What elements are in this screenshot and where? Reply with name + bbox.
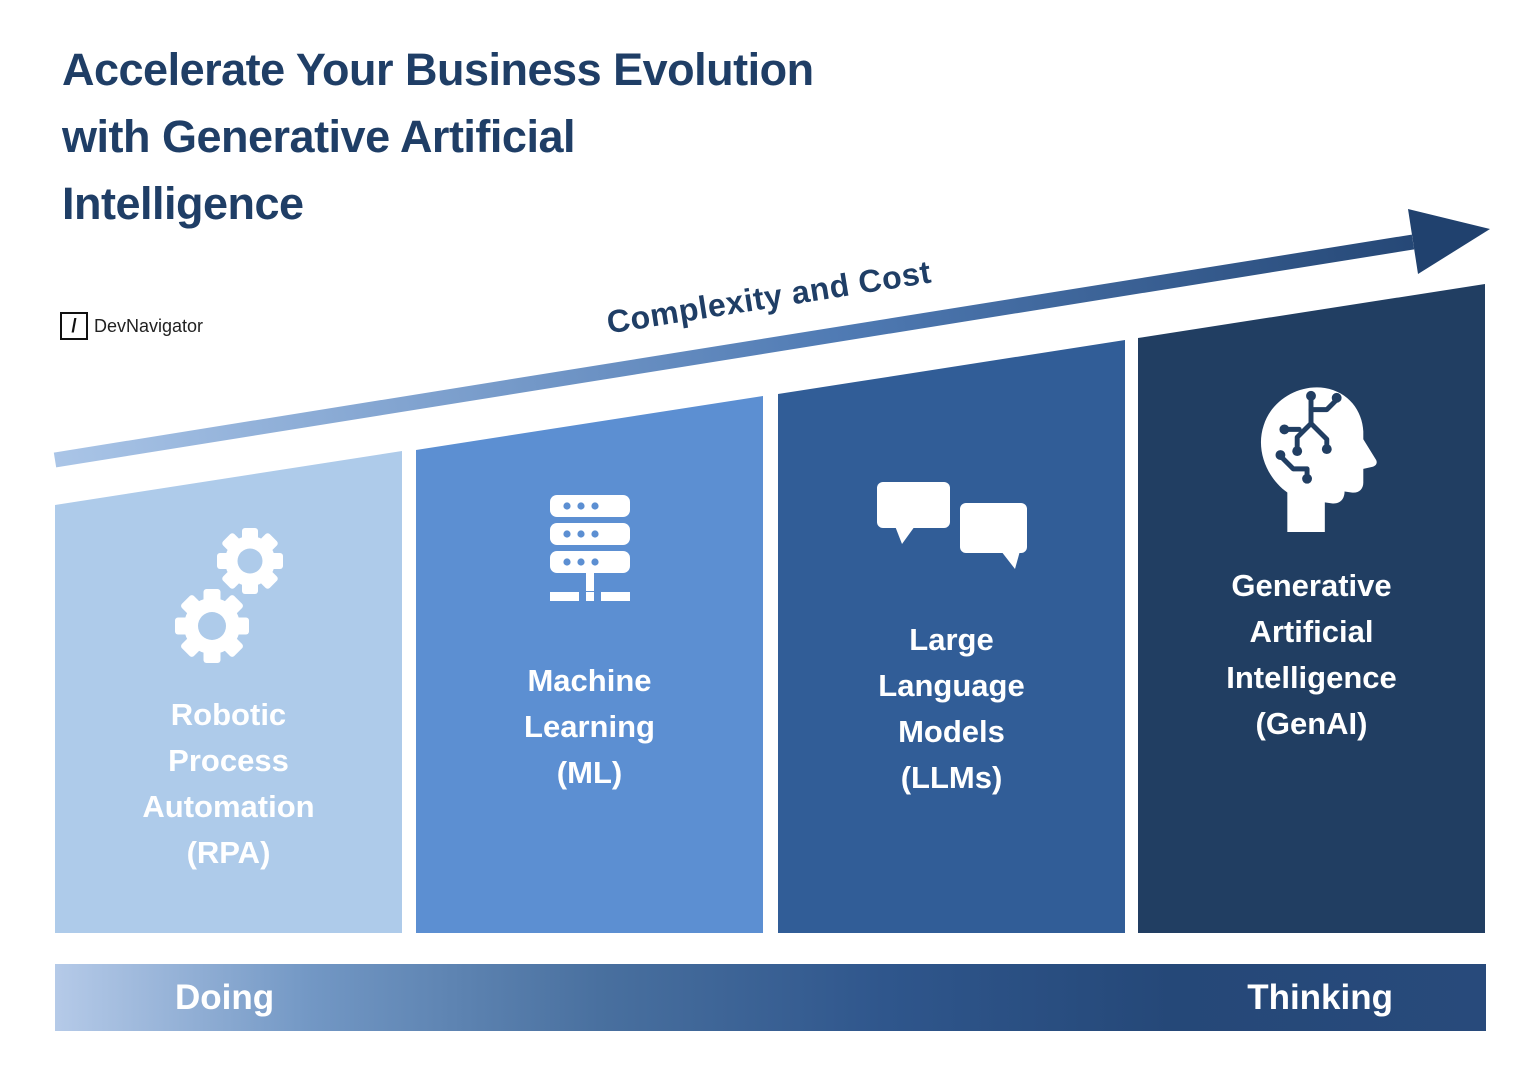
caption-line: (GenAI)	[1255, 706, 1368, 741]
caption-line: Intelligence	[1226, 660, 1397, 695]
stage-llms-caption: Large Language Models (LLMs)	[878, 617, 1024, 801]
caption-line: Models	[898, 714, 1005, 749]
caption-line: Learning	[524, 709, 655, 744]
stage-llms: Large Language Models (LLMs)	[778, 394, 1125, 801]
caption-line: Robotic	[170, 697, 287, 732]
caption-line: (ML)	[556, 755, 623, 790]
caption-line: Process	[168, 743, 289, 778]
caption-line: (RPA)	[186, 835, 271, 870]
caption-line: Automation	[142, 789, 315, 824]
gears-icon	[173, 525, 285, 670]
stage-ml-caption: Machine Learning (ML)	[524, 658, 655, 796]
caption-line: Artificial	[1249, 614, 1374, 649]
caption-line: Large	[909, 622, 994, 657]
logo-slash-icon: /	[60, 312, 88, 340]
doing-thinking-spectrum-bar: Doing Thinking	[55, 964, 1486, 1031]
caption-line: Language	[878, 668, 1025, 703]
arrow-head	[1408, 209, 1490, 274]
spectrum-left-label: Doing	[175, 977, 275, 1017]
stage-genai-caption: Generative Artificial Intelligence (GenA…	[1226, 563, 1397, 747]
stage-column-llms	[778, 340, 1125, 933]
title-line-2: with Generative Artificial	[62, 111, 575, 162]
stage-genai: Generative Artificial Intelligence (GenA…	[1138, 338, 1485, 747]
arrow-label: Complexity and Cost	[604, 253, 934, 341]
stage-rpa: Robotic Process Automation (RPA)	[55, 505, 402, 876]
server-icon	[542, 495, 638, 608]
caption-line: (LLMs)	[900, 760, 1003, 795]
stage-rpa-caption: Robotic Process Automation (RPA)	[142, 692, 314, 876]
brand-logo: / DevNavigator	[60, 312, 203, 340]
head-circuit-icon	[1247, 384, 1377, 537]
caption-line: Generative	[1231, 568, 1392, 603]
stage-column-rpa	[55, 451, 402, 933]
title-line-3: Intelligence	[62, 178, 304, 229]
page-title: Accelerate Your Business Evolution with …	[62, 36, 814, 237]
spectrum-right-label: Thinking	[1247, 977, 1393, 1017]
caption-line: Machine	[527, 663, 652, 698]
stage-column-ml	[416, 396, 763, 933]
stage-ml: Machine Learning (ML)	[416, 449, 763, 796]
title-line-1: Accelerate Your Business Evolution	[62, 44, 814, 95]
chat-bubbles-icon	[876, 482, 1027, 575]
logo-text: DevNavigator	[94, 315, 204, 336]
